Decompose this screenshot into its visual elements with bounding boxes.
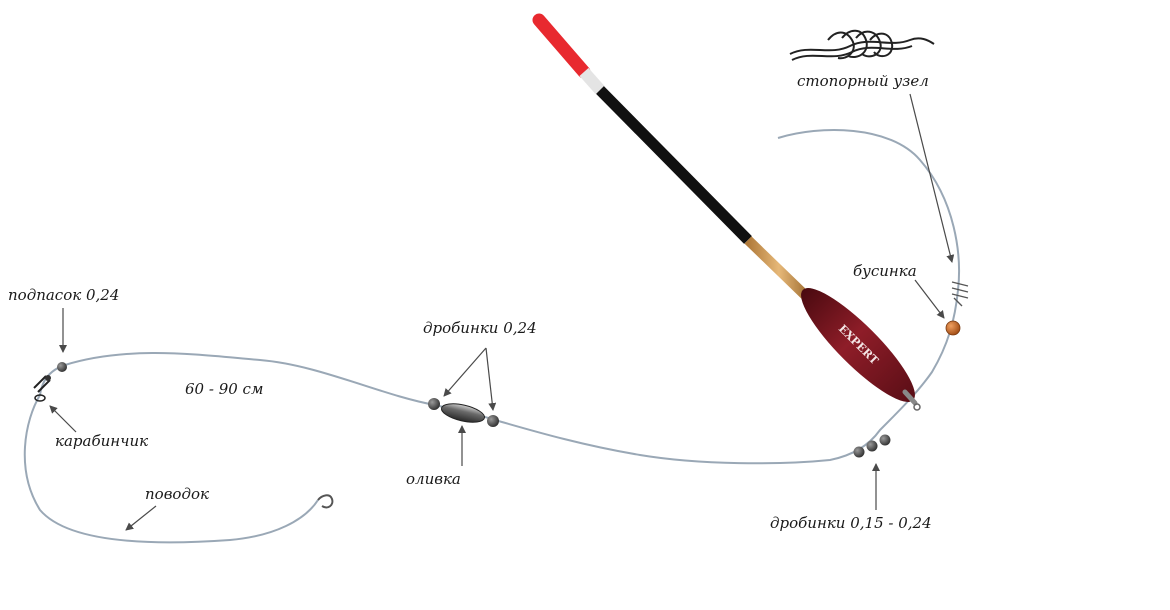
shot-left-icon — [428, 398, 440, 410]
label-shot-015-024: дробинки 0,15 - 0,24 — [770, 514, 932, 532]
float-body — [801, 288, 915, 402]
shot-group-1-icon — [853, 446, 865, 458]
label-stopper-knot: стопорный узел — [797, 72, 929, 90]
label-shot-024: дробинки 0,24 — [423, 319, 537, 337]
bead-icon — [945, 320, 961, 336]
pointer-stopper-knot — [909, 93, 955, 263]
pointer-shot-right — [485, 347, 497, 411]
pointer-hooklength — [125, 505, 157, 531]
pointer-snap-swivel — [49, 405, 77, 433]
float-icon: EXPERT — [532, 13, 921, 411]
main-line — [39, 129, 961, 465]
label-underlead: подпасок 0,24 — [8, 286, 120, 304]
hook-icon — [317, 494, 334, 509]
underlead-shot-icon — [57, 362, 67, 372]
label-snap-swivel: карабинчик — [55, 432, 149, 450]
shot-right-icon — [487, 415, 499, 427]
snap-swivel-icon — [33, 375, 51, 402]
label-bead: бусинка — [853, 262, 917, 280]
hooklength-line — [23, 394, 319, 544]
stopper-knot-illustration-icon — [789, 29, 935, 61]
shot-group-3-icon — [879, 434, 891, 446]
stopper-knot-on-line-icon — [951, 281, 969, 307]
label-hooklength: поводок — [145, 485, 209, 503]
pointer-bead — [914, 279, 945, 319]
label-olive: оливка — [406, 470, 461, 488]
olive-sinker-icon — [440, 403, 486, 423]
shot-group-2-icon — [866, 440, 878, 452]
label-length: 60 - 90 см — [185, 380, 264, 398]
pointer-shot-left — [443, 347, 487, 397]
